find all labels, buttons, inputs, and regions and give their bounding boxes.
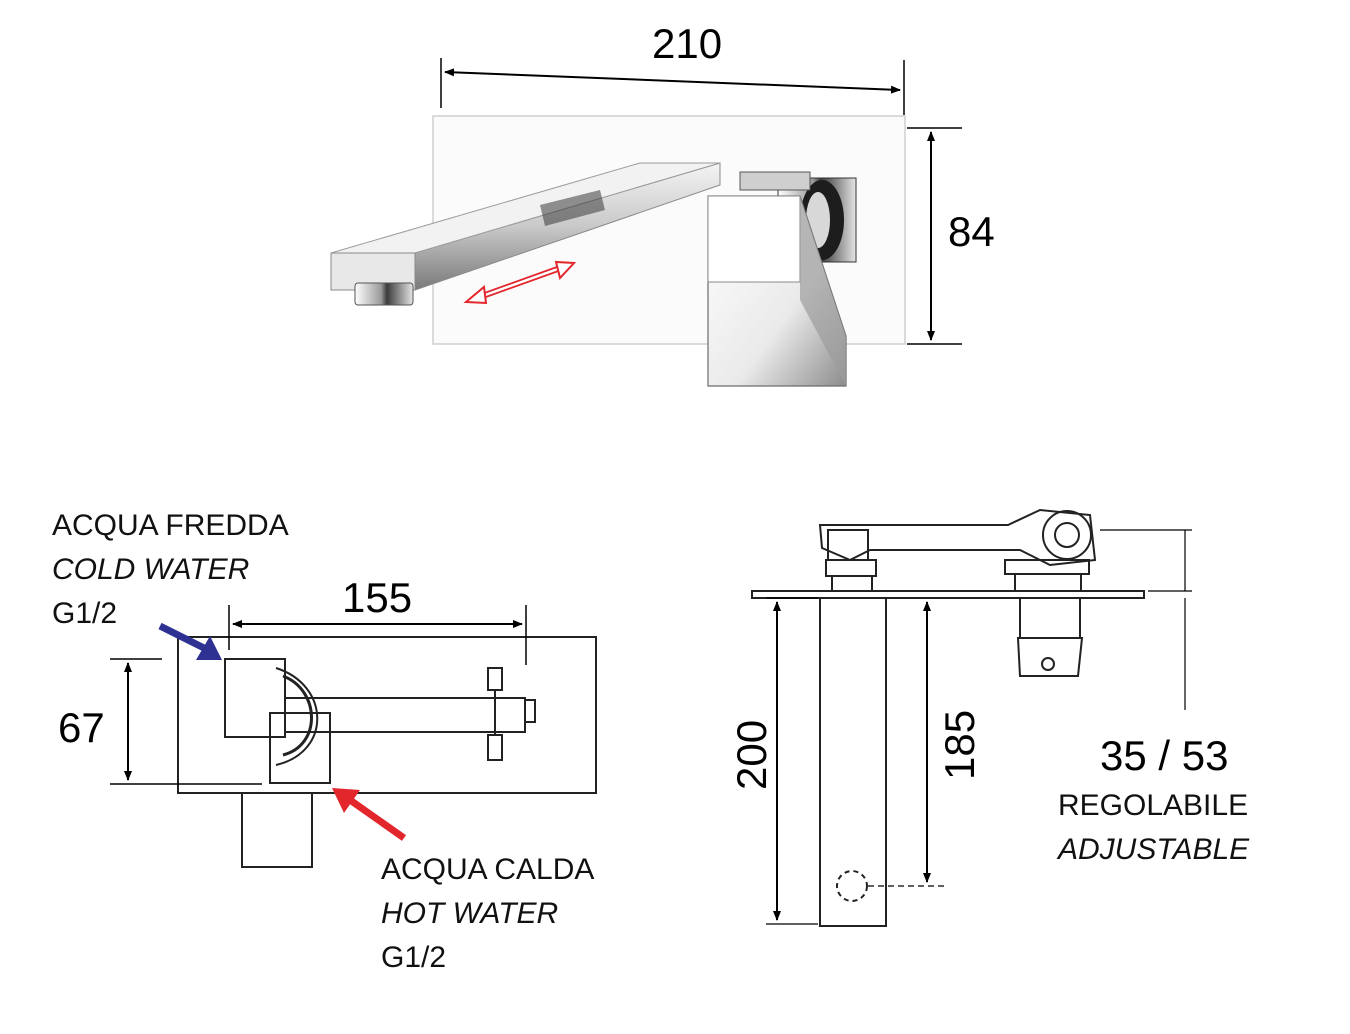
spacing-dimension-label: 155 bbox=[342, 574, 412, 621]
spout-length-dimension-label: 200 bbox=[728, 720, 775, 790]
adjustable-arrow-icon bbox=[463, 260, 577, 305]
hot-water-label-en: HOT WATER bbox=[381, 897, 558, 930]
height-dimension-label: 84 bbox=[948, 208, 995, 255]
adjustable-label-it: REGOLABILE bbox=[1058, 789, 1248, 822]
width-dimension-label: 210 bbox=[652, 20, 722, 67]
hot-water-arrow-icon bbox=[332, 788, 407, 841]
spout bbox=[330, 162, 721, 306]
hot-water-thread: G1/2 bbox=[381, 941, 446, 974]
side-spout bbox=[819, 597, 887, 927]
side-drawing bbox=[751, 508, 1145, 927]
side-plate bbox=[751, 590, 1145, 599]
outlet-distance-dimension-label: 185 bbox=[936, 710, 983, 780]
depth-dimension-label: 35 / 53 bbox=[1100, 732, 1228, 779]
hot-water-label-it: ACQUA CALDA bbox=[381, 853, 594, 886]
product-render: 210 84 bbox=[330, 20, 995, 387]
front-drawing bbox=[177, 636, 597, 868]
width-dimension-line bbox=[444, 68, 901, 94]
front-height-dimension-label: 67 bbox=[58, 704, 105, 751]
cold-water-arrow-icon bbox=[158, 622, 222, 660]
lever-handle bbox=[707, 195, 847, 387]
cold-water-label-it: ACQUA FREDDA bbox=[52, 509, 289, 542]
front-plate bbox=[177, 636, 597, 794]
adjustable-label-en: ADJUSTABLE bbox=[1056, 833, 1250, 866]
cold-water-thread: G1/2 bbox=[52, 597, 117, 630]
cold-water-label-en: COLD WATER bbox=[52, 553, 249, 586]
